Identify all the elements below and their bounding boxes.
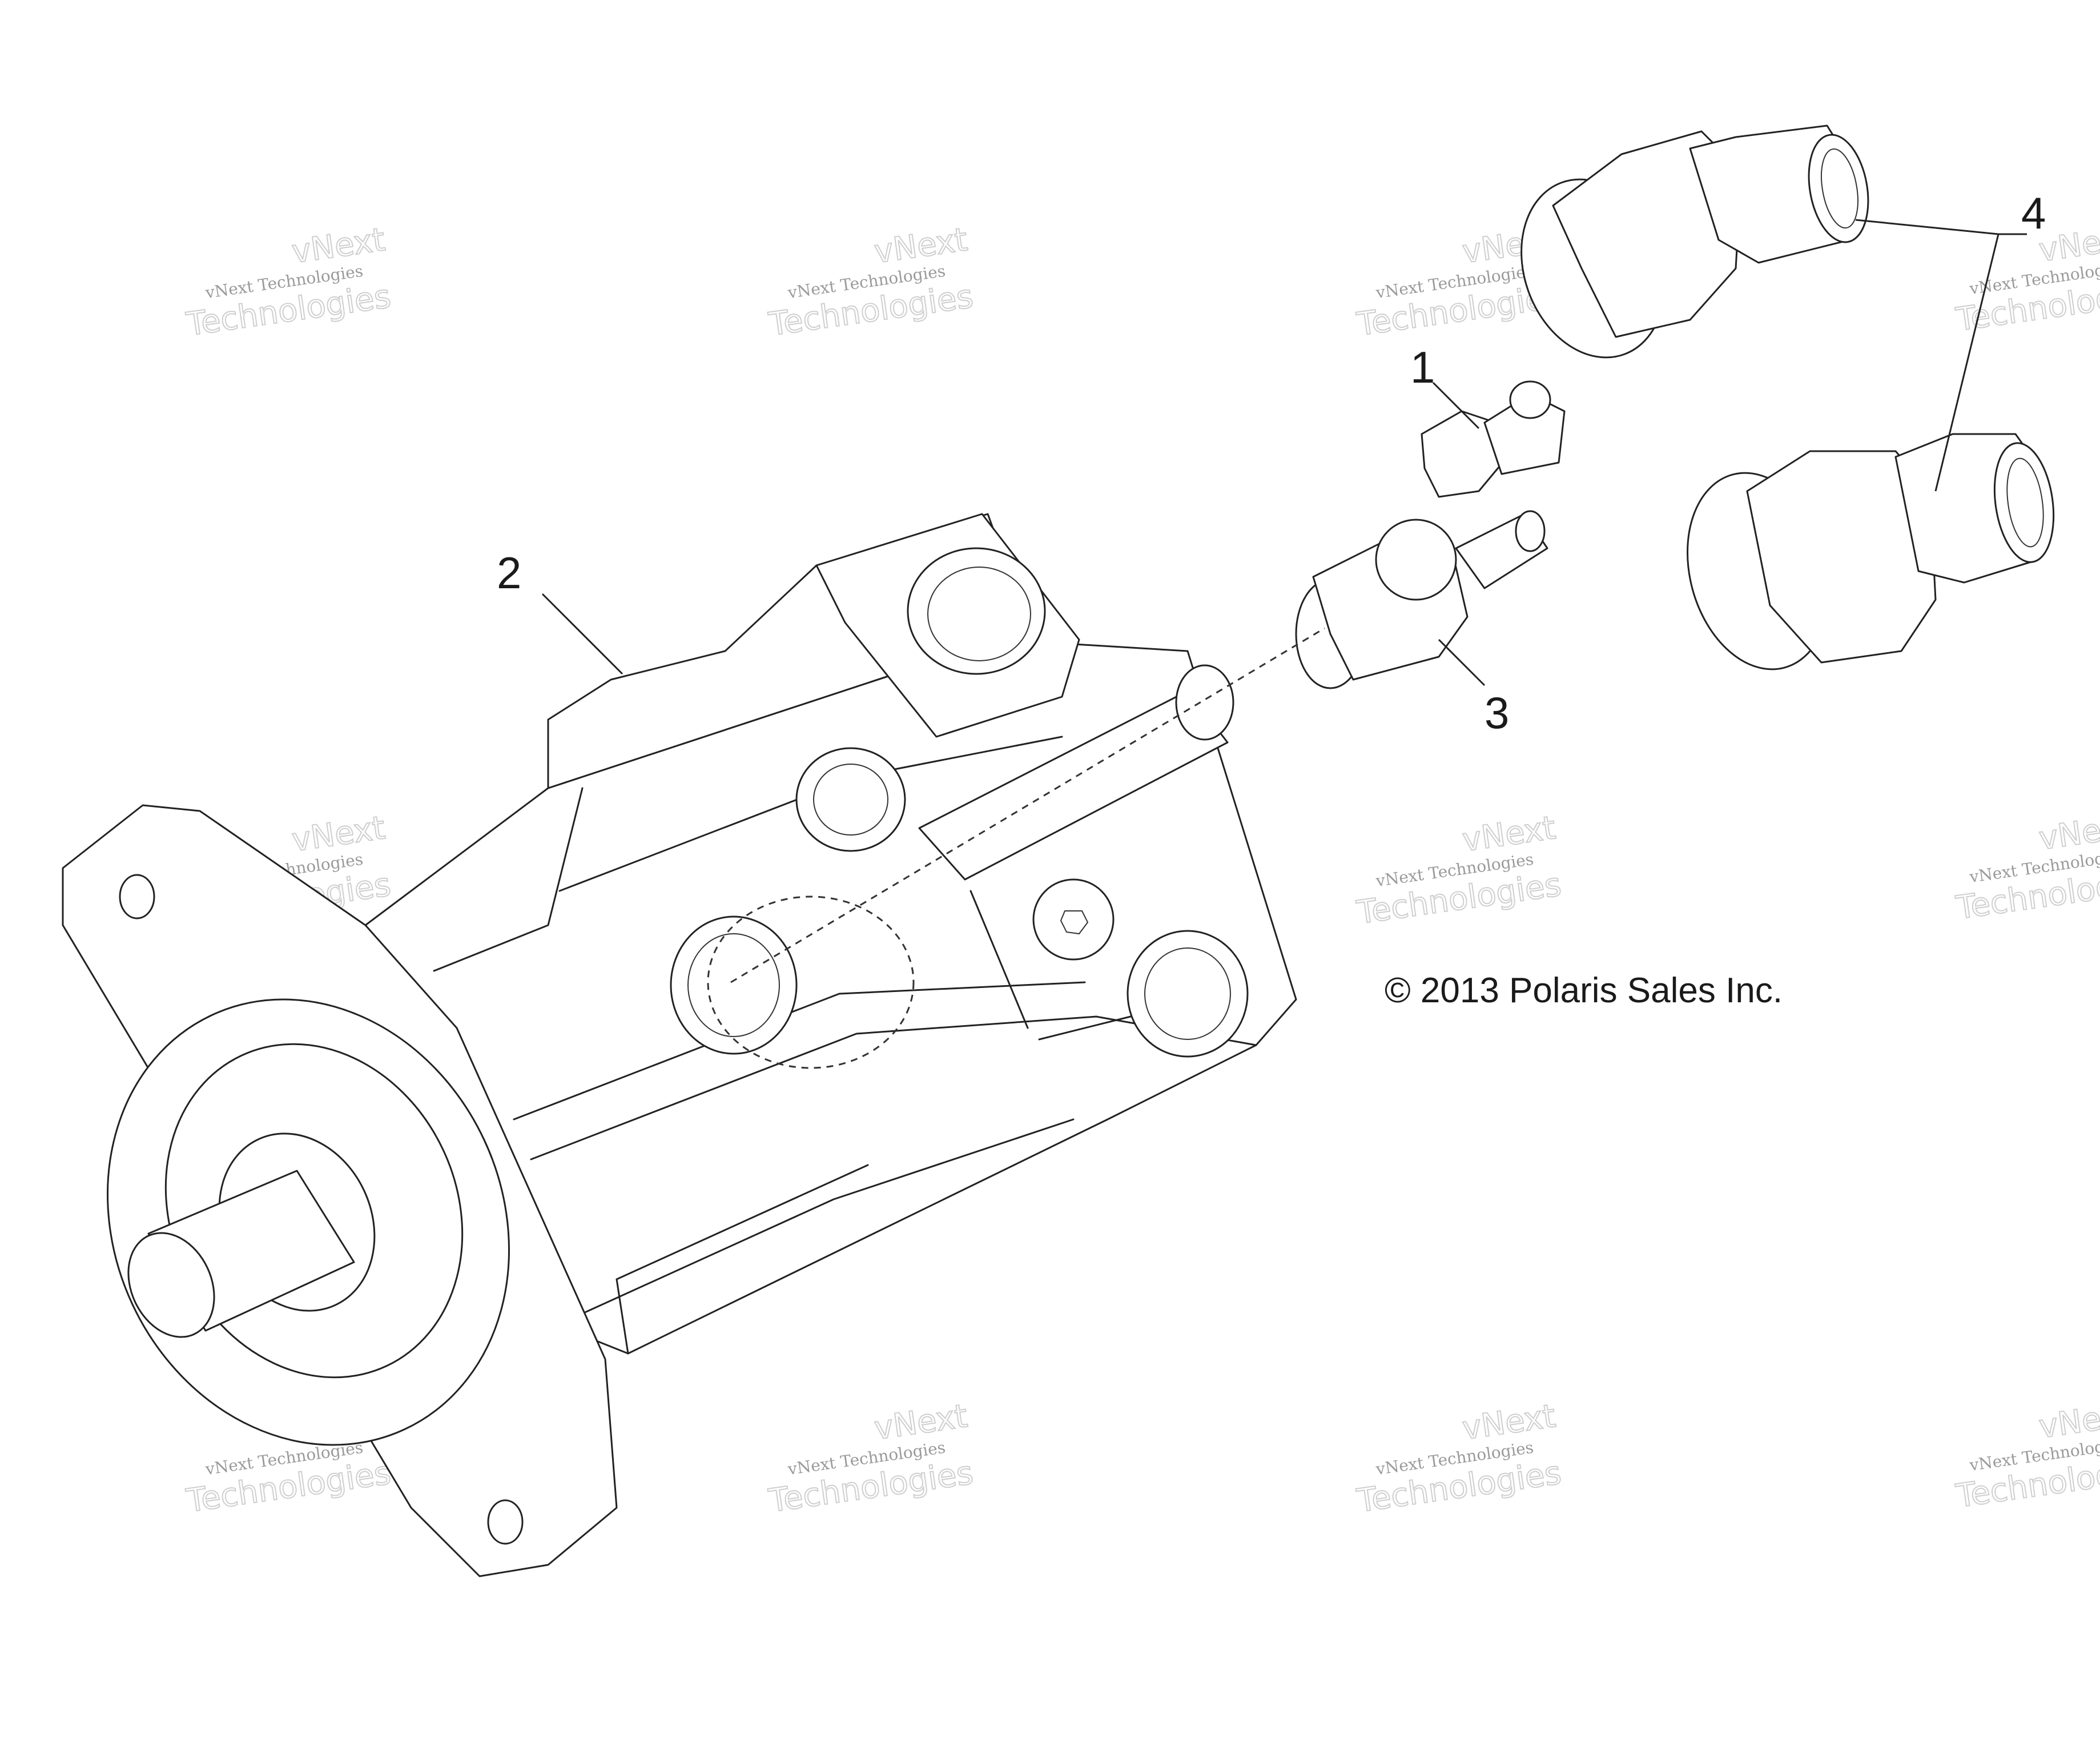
copyright-notice: © 2013 Polaris Sales Inc.: [1385, 971, 1783, 1010]
shaft-end: [127, 1232, 215, 1338]
callout-1: 1: [1410, 342, 1435, 392]
fitting-4-lower: [1687, 433, 2055, 670]
svg-text:vNext: vNext: [2037, 808, 2100, 857]
watermark: Technologies vNext Technologies vNext: [766, 220, 976, 344]
leader-1: [1432, 381, 1480, 429]
bolt-socket: [1060, 910, 1089, 935]
svg-text:vNext: vNext: [872, 1397, 969, 1447]
pump-assembly: [62, 513, 1297, 1577]
leader-4b: [1934, 234, 2000, 492]
svg-text:vNext: vNext: [289, 221, 387, 271]
leader-2: [541, 593, 623, 675]
port-lower-inner: [1144, 947, 1231, 1040]
watermark: Technologies vNext Technologies vNext: [766, 1397, 976, 1520]
assembly-centerline: [730, 627, 1325, 983]
watermark: Technologies vNext Technologies vNext: [183, 220, 393, 344]
relief-valve-cap: [1175, 664, 1234, 741]
callout-2: 2: [497, 548, 521, 598]
svg-text:vNext: vNext: [1460, 809, 1558, 859]
fitting-4-upper-end: [1808, 134, 1869, 243]
callout-3: 3: [1485, 688, 1509, 738]
leader-3: [1438, 638, 1486, 686]
watermark: Technologies vNext Technologies vNext: [1354, 1397, 1564, 1520]
fitting-3: [1295, 510, 1548, 689]
fitting-1-end: [1509, 380, 1551, 419]
watermark: Technologies vNext Technologies vNext: [1953, 1395, 2100, 1516]
flange-hole-top: [119, 874, 155, 919]
port-top: [907, 547, 1046, 675]
port-middle-inner: [687, 933, 780, 1037]
svg-text:vNext: vNext: [2037, 1396, 2100, 1445]
fitting-1-hex: [1421, 410, 1508, 498]
flange-hole-bottom: [487, 1499, 524, 1545]
port-upper: [795, 747, 906, 852]
leader-4a: [1855, 219, 1999, 235]
fitting-3-cap: [1375, 519, 1457, 601]
svg-text:vNext: vNext: [1460, 1397, 1558, 1447]
fitting-1: [1421, 380, 1566, 498]
port-upper-inner: [813, 764, 888, 836]
svg-text:vNext: vNext: [872, 221, 969, 271]
port-lower: [1127, 930, 1249, 1058]
svg-text:vNext: vNext: [289, 809, 387, 859]
fitting-3-tip: [1515, 510, 1546, 552]
fitting-4-lower-hex: [1746, 450, 1937, 664]
watermark: Technologies vNext Technologies vNext: [1354, 809, 1564, 932]
port-top-inner: [927, 567, 1031, 661]
fitting-4-upper: [1520, 125, 1869, 359]
bolt-head: [1032, 878, 1115, 961]
relief-valve-body: [918, 690, 1229, 881]
watermark: Technologies vNext Technologies vNext: [1953, 807, 2100, 927]
port-middle: [670, 915, 798, 1055]
svg-text:vNext: vNext: [2037, 219, 2100, 269]
callout-4: 4: [2021, 188, 2046, 238]
fitting-4-upper-hex: [1552, 130, 1743, 338]
